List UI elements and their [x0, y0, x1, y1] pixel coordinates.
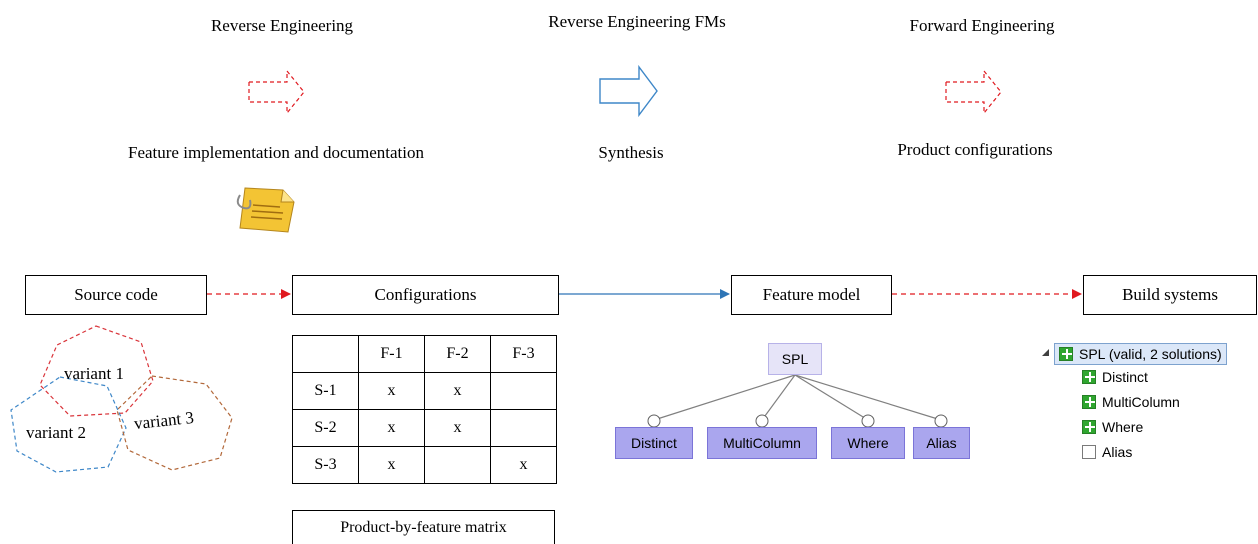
matrix-cell: x	[490, 446, 557, 484]
tree-item-distinct-checkbox[interactable]	[1082, 370, 1096, 384]
matrix-row: S-3 x x	[292, 446, 557, 484]
tree-item-multicolumn[interactable]: MultiColumn	[1082, 394, 1180, 410]
feature-distinct: Distinct	[615, 427, 693, 459]
matrix-header-cell	[292, 335, 359, 373]
tree-item-where-checkbox[interactable]	[1082, 420, 1096, 434]
variant-3-polygon	[116, 375, 233, 471]
matrix-row: S-1 x x	[292, 372, 557, 410]
matrix-cell: x	[424, 372, 491, 410]
matrix-cell: S-2	[292, 409, 359, 447]
legend-blue-arrow	[599, 64, 658, 118]
matrix-cell	[424, 446, 491, 484]
feature-alias: Alias	[913, 427, 970, 459]
label-product-configurations: Product configurations	[897, 140, 1053, 159]
tree-expand-icon[interactable]	[1042, 349, 1049, 356]
matrix-cell: x	[358, 446, 425, 484]
matrix-cell: S-1	[292, 372, 359, 410]
label-reverse-engineering: Reverse Engineering	[210, 16, 354, 35]
matrix-header-cell: F-3	[490, 335, 557, 373]
tree-item-where[interactable]: Where	[1082, 419, 1143, 435]
matrix-cell	[490, 372, 557, 410]
document-icon	[236, 187, 295, 233]
tree-item-multicolumn-checkbox[interactable]	[1082, 395, 1096, 409]
tree-root-label: SPL (valid, 2 solutions)	[1079, 346, 1222, 362]
feature-model-box: Feature model	[731, 275, 892, 315]
matrix-header-row: F-1 F-2 F-3	[292, 335, 557, 373]
build-systems-box: Build systems	[1083, 275, 1257, 315]
feature-model-edges	[647, 374, 948, 428]
matrix-cell: x	[358, 409, 425, 447]
matrix-header-cell: F-2	[424, 335, 491, 373]
matrix-caption: Product-by-feature matrix	[292, 510, 555, 544]
label-synthesis: Synthesis	[598, 143, 664, 162]
matrix-cell	[490, 409, 557, 447]
variant-1-label: variant 1	[64, 364, 124, 383]
tree-root-checkbox[interactable]	[1059, 347, 1073, 361]
feature-root-spl: SPL	[768, 343, 822, 375]
label-reverse-engineering-fms: Reverse Engineering FMs	[548, 12, 726, 31]
variant-2-label: variant 2	[26, 423, 86, 442]
tree-item-label: Alias	[1102, 444, 1133, 460]
tree-item-alias-checkbox[interactable]	[1082, 445, 1096, 459]
matrix-cell: x	[424, 409, 491, 447]
matrix-cell: S-3	[292, 446, 359, 484]
matrix-row: S-2 x x	[292, 409, 557, 447]
tree-item-alias[interactable]: Alias	[1082, 444, 1132, 460]
legend-dashed-red-arrow-1	[248, 69, 305, 115]
legend-dashed-red-arrow-2	[945, 69, 1002, 115]
feature-multicolumn: MultiColumn	[707, 427, 817, 459]
product-by-feature-matrix: F-1 F-2 F-3 S-1 x x S-2 x x S-3 x x	[292, 335, 557, 484]
label-feature-implementation: Feature implementation and documentation	[128, 143, 424, 162]
matrix-header-cell: F-1	[358, 335, 425, 373]
tree-item-label: Distinct	[1102, 369, 1148, 385]
feature-where: Where	[831, 427, 905, 459]
label-forward-engineering: Forward Engineering	[909, 16, 1055, 35]
configurations-box: Configurations	[292, 275, 559, 315]
tree-item-label: Where	[1102, 419, 1144, 435]
tree-item-distinct[interactable]: Distinct	[1082, 369, 1148, 385]
source-code-box: Source code	[25, 275, 207, 315]
variant-2-polygon	[10, 376, 127, 473]
tree-item-label: MultiColumn	[1102, 394, 1180, 410]
tree-root-item[interactable]: SPL (valid, 2 solutions)	[1054, 343, 1227, 365]
matrix-cell: x	[358, 372, 425, 410]
